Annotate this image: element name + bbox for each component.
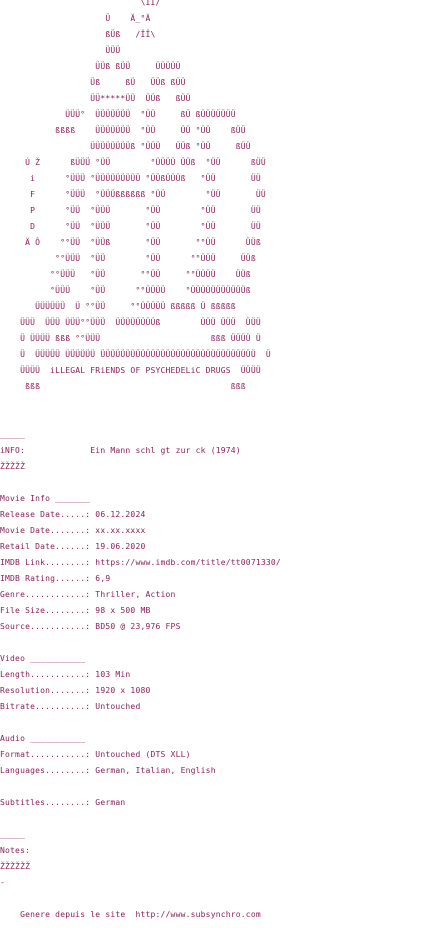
divider-line: ŽŽŽŽŽŽ	[0, 862, 31, 871]
ascii-art-line: ÜÜÜ° ÜÜÜÜÜÜÜ °ÜÜ ßÜ ßÜÜÜÜÜÜÜ	[0, 110, 236, 119]
blank-line	[0, 779, 448, 795]
section-heading-movie-info: Movie Info _______	[0, 494, 91, 503]
languages-line: Languages........: German, Italian, Engl…	[0, 766, 216, 775]
audio-format-line: Format...........: Untouched (DTS XLL)	[0, 750, 191, 759]
ascii-art-line: Ú Ž ßÜÜÜ °ÜÜ °ÜÜÜÜ ÜÜß °ÜÜ ßÜÜ	[0, 158, 266, 167]
info-title-line: iNFO: Ein Mann schl gt zur ck (1974)	[0, 446, 241, 455]
group-name-line: ÜÜÜÜ iLLEGAL FRiENDS OF PSYCHEDELiC DRUG…	[0, 366, 261, 375]
divider-line: _____	[0, 430, 26, 439]
ascii-art-line: Ü ÜÜÜÜÜ ÜÜÜÜÜÜ ÜÜÜÜÜÜÜÜÜÜÜÜÜÜÜÜÜÜÜÜÜÜÜÜÜ…	[0, 350, 271, 359]
ascii-art-line: D °ÜÜ °ÜÜÜ °ÜÜ °ÜÜ ÜÜ	[0, 222, 261, 231]
movie-date-line: Movie Date.......: xx.xx.xxxx	[0, 526, 146, 535]
ascii-art-line: °°ÜÜÜ °ÜÜ °°ÜÜ °°ÜÜÜÜ ÜÜß	[0, 270, 251, 279]
ascii-art-line: Ä Ô °°ÜÜ °ÜÜß °ÜÜ °°ÜÜ ÜÜß	[0, 238, 261, 247]
ascii-art-line: °°ÜÜÜ °ÜÜ °ÜÜ °°ÜÜÜ ÜÜß	[0, 254, 256, 263]
ascii-art-line: F °ÜÜÜ °ÜÜÜßßßßßß °ÜÜ °ÜÜ ÜÜ	[0, 190, 266, 199]
divider-line: ŽŽŽŽŽ	[0, 462, 26, 471]
blank-line	[0, 635, 448, 651]
ascii-art-line: Üß ßÜ ÜÜß ßÜÜ	[0, 78, 186, 87]
ascii-art-line: \ÎÎ/	[0, 0, 161, 7]
notes-content: -	[0, 878, 6, 887]
ascii-art-line: ÜÜÜ ÜÜÜ ÜÜÜ°°ÜÜÜ ÜÜÜÜÜÜÜÜß ÜÜÜ ÜÜÜ ÜÜÜ	[0, 318, 261, 327]
ascii-art-line: ßÜß /ÎÎ\	[0, 30, 156, 39]
length-line: Length...........: 103 Min	[0, 670, 131, 679]
bitrate-line: Bitrate..........: Untouched	[0, 702, 141, 711]
footer-credit-line: Genere depuis le site http://www.subsync…	[0, 910, 261, 919]
blank-line	[0, 715, 448, 731]
blank-line	[0, 891, 448, 907]
ascii-art-line: ßßß ßßß	[0, 382, 246, 391]
subtitles-line: Subtitles........: German	[0, 798, 126, 807]
section-heading-audio: Audio ___________	[0, 734, 86, 743]
section-heading-video: Video ___________	[0, 654, 86, 663]
blank-line	[0, 475, 448, 491]
source-line: Source...........: BD50 @ 23,976 FPS	[0, 622, 181, 631]
genre-line: Genre............: Thriller, Action	[0, 590, 176, 599]
ascii-art-line: °ÜÜÜ °ÜÜ °°ÜÜÜÜ °ÜÜÜÜÜÜÜÜÜÜÜß	[0, 286, 251, 295]
ascii-art-line: Ü ÜÜÜÜ ßßß °°ÜÜÜ ßßß ÜÜÜÜ Ü	[0, 334, 261, 343]
ascii-art-line: ßßßß ÜÜÜÜÜÜÜ °ÜÜ ÜÜ °ÜÜ ßÜÜ	[0, 126, 246, 135]
imdb-rating-line: IMDB Rating......: 6,9	[0, 574, 111, 583]
resolution-line: Resolution.......: 1920 x 1080	[0, 686, 151, 695]
ascii-art-line: P °ÜÜ °ÜÜÜ °ÜÜ °ÜÜ ÜÜ	[0, 206, 261, 215]
blank-line	[0, 411, 448, 427]
ascii-art-line: ÜÜß ßÜÜ ÜÜÜÜÜ	[0, 62, 181, 71]
ascii-art-line: ÜÜÜÜÜÜÜÜß °ÜÜÜ ÜÜß °ÜÜ ßÜÜ	[0, 142, 251, 151]
notes-heading: Notes:	[0, 846, 31, 855]
file-size-line: File Size........: 98 x 500 MB	[0, 606, 151, 615]
release-date-line: Release Date.....: 06.12.2024	[0, 510, 146, 519]
ascii-art-line: ÜÜ*****ÜÜ ÜÜß ßÜÜ	[0, 94, 191, 103]
divider-line: _____	[0, 830, 26, 839]
ascii-art-line: ÜÜÜÜÜÜ Ü °°ÜÜ °°ÜÜÜÜÜ ßßßßß Ü ßßßßß	[0, 302, 236, 311]
ascii-art-line: Ü Ä_°Ä	[0, 14, 151, 23]
blank-line	[0, 811, 448, 827]
ascii-art-line: i °ÜÜÜ °ÜÜÜÜÜÜÜÜÜ °ÜÜßÜÜÜß °ÜÜ ÜÜ	[0, 174, 261, 183]
imdb-link-line: IMDB Link........: https://www.imdb.com/…	[0, 558, 281, 567]
retail-date-line: Retail Date......: 19.06.2020	[0, 542, 146, 551]
ascii-art-line: ÜÜÜ	[0, 46, 121, 55]
blank-line	[0, 395, 448, 411]
